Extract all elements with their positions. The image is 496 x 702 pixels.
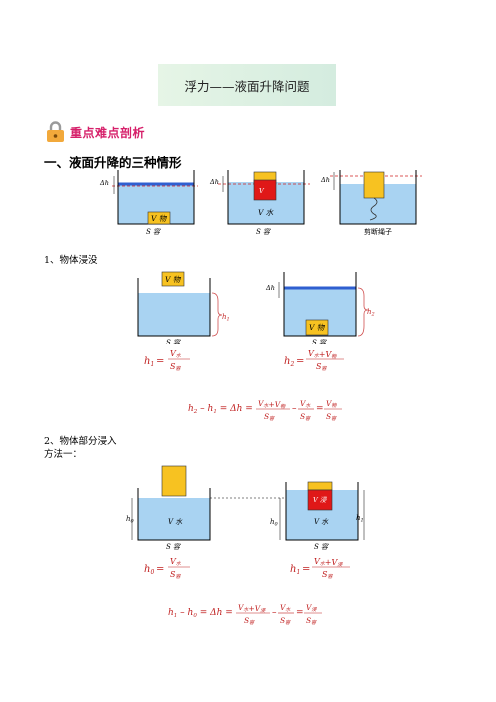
formula-row-1: h1 = V水 S容 h2 = V水+V物 S容 <box>144 349 344 372</box>
svg-text:V物: V物 <box>326 399 337 409</box>
svg-text:V 浸: V 浸 <box>313 496 327 504</box>
svg-text:Δh: Δh <box>209 178 219 186</box>
container-right: V 物 Δh h2 S 容 <box>265 272 375 344</box>
svg-text:V 水: V 水 <box>314 518 329 526</box>
item-1-heading: 1、物体浸没 <box>44 255 98 266</box>
svg-text:S容: S容 <box>306 616 317 626</box>
svg-text:h1: h1 <box>222 313 230 323</box>
formula-diff-1: h2 – h1 = Δh = V水+V物 S容 – V水 S容 = V物 S容 <box>188 399 342 422</box>
svg-text:V 水: V 水 <box>168 518 183 526</box>
svg-text:–: – <box>292 404 297 414</box>
container-c: Δh 剪断绳子 <box>320 170 422 236</box>
svg-text:V水+V物: V水+V物 <box>258 399 286 410</box>
svg-text:S容: S容 <box>280 616 291 626</box>
svg-text:V水+V物: V水+V物 <box>308 349 337 360</box>
svg-text:h2 – h1 = Δh =: h2 – h1 = Δh = <box>188 404 253 415</box>
figure-immersion: V 物 h1 S 容 V 物 Δh h2 S 容 <box>137 271 375 344</box>
badge-label: 重点难点剖析 <box>70 126 146 140</box>
container-a: V 物 Δh S 容 <box>99 170 198 236</box>
svg-text:=: = <box>156 564 164 575</box>
svg-text:V水+V浸: V水+V浸 <box>314 557 343 568</box>
svg-text:V 水: V 水 <box>258 208 274 217</box>
lock-icon <box>47 121 64 142</box>
svg-text:h0: h0 <box>270 518 279 528</box>
svg-text:S容: S容 <box>170 570 181 580</box>
svg-text:S 容: S 容 <box>166 543 181 551</box>
svg-text:V浸: V浸 <box>306 603 317 613</box>
figure-three-cases: V 物 Δh S 容 V V 水 Δh S 容 Δh 剪断绳子 <box>99 170 422 236</box>
svg-text:S 容: S 容 <box>314 543 329 551</box>
svg-text:h1: h1 <box>144 356 154 368</box>
svg-text:h0: h0 <box>126 515 135 525</box>
svg-text:V水+V浸: V水+V浸 <box>238 603 266 614</box>
title-banner: 浮力——液面升降问题 <box>158 64 336 106</box>
svg-text:h1: h1 <box>290 564 300 576</box>
page-title: 浮力——液面升降问题 <box>184 79 310 94</box>
svg-text:h1 – h0 = Δh =: h1 – h0 = Δh = <box>168 608 233 619</box>
svg-text:h1: h1 <box>356 514 364 524</box>
svg-text:S容: S容 <box>316 362 327 372</box>
svg-text:=: = <box>156 356 164 367</box>
svg-text:V 物: V 物 <box>151 214 168 223</box>
section-badge: 重点难点剖析 <box>44 121 160 143</box>
svg-text:S容: S容 <box>170 362 181 372</box>
svg-text:S容: S容 <box>300 412 311 422</box>
svg-text:=: = <box>296 608 304 618</box>
formula-row-2: h0 = V水 S容 h1 = V水+V浸 S容 <box>144 557 350 580</box>
svg-text:V水: V水 <box>300 399 311 409</box>
container-right-2: V 浸 h0 h1 V 水 S 容 <box>270 481 365 551</box>
svg-text:S容: S容 <box>326 412 337 422</box>
svg-text:S容: S容 <box>322 570 333 580</box>
svg-text:Δh: Δh <box>265 284 275 292</box>
svg-text:S容: S容 <box>264 412 275 422</box>
svg-text:=: = <box>302 564 310 575</box>
svg-text:剪断绳子: 剪断绳子 <box>364 227 392 236</box>
svg-text:h0: h0 <box>144 564 154 576</box>
svg-text:V水: V水 <box>280 603 291 613</box>
svg-text:S 容: S 容 <box>312 339 327 344</box>
svg-text:–: – <box>272 608 277 618</box>
svg-text:V水: V水 <box>170 557 182 567</box>
section-heading-1: 一、液面升降的三种情形 <box>44 155 182 170</box>
container-left-2: h0 V 水 S 容 <box>126 465 211 551</box>
svg-text:V 物: V 物 <box>165 275 182 284</box>
svg-text:S容: S容 <box>244 616 255 626</box>
method-1-label: 方法一： <box>44 449 83 460</box>
svg-text:S 容: S 容 <box>166 339 181 344</box>
svg-text:V: V <box>259 187 265 195</box>
svg-text:h2: h2 <box>367 308 375 318</box>
svg-text:V 物: V 物 <box>309 323 326 332</box>
svg-text:h2: h2 <box>284 356 294 368</box>
svg-text:S 容: S 容 <box>256 228 271 236</box>
container-left: V 物 h1 S 容 <box>137 271 230 344</box>
svg-text:=: = <box>296 356 304 367</box>
figure-partial-immersion: h0 V 水 S 容 V 浸 h0 h1 V 水 S 容 <box>126 465 365 551</box>
svg-text:S 容: S 容 <box>146 228 161 236</box>
svg-text:Δh: Δh <box>99 179 109 187</box>
container-b: V V 水 Δh S 容 <box>209 170 310 236</box>
svg-text:Δh: Δh <box>320 176 330 184</box>
item-2-heading: 2、物体部分浸入 <box>44 436 117 447</box>
svg-text:=: = <box>316 404 324 414</box>
svg-text:V水: V水 <box>170 349 182 359</box>
formula-diff-2: h1 – h0 = Δh = V水+V浸 S容 – V水 S容 = V浸 S容 <box>168 603 322 626</box>
